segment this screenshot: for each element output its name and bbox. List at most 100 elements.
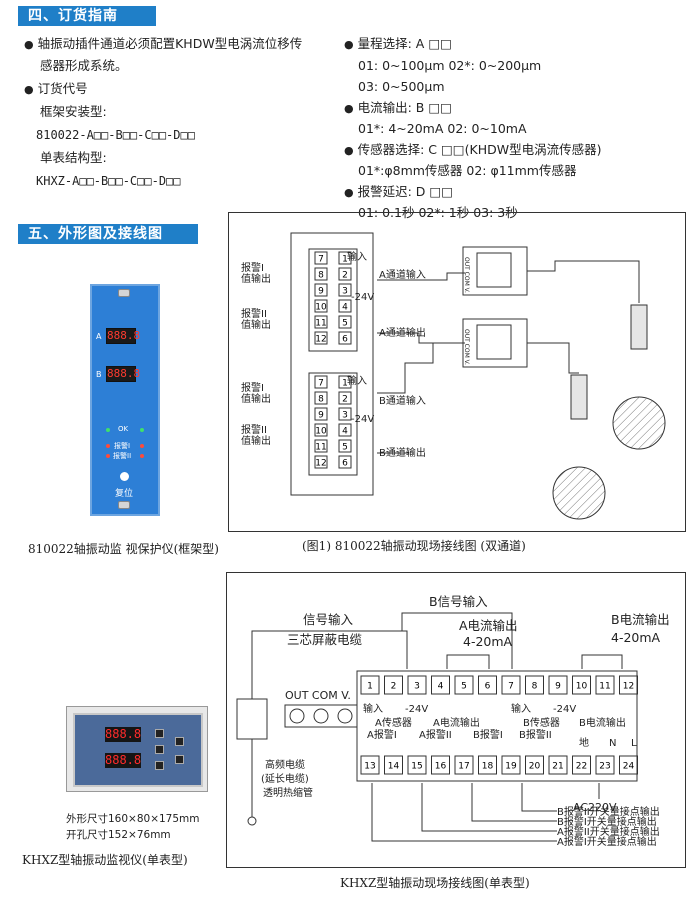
d1-terminal-12-box — [314, 331, 328, 345]
led-alarm2-icon — [106, 454, 110, 458]
ok-label: OK — [118, 425, 129, 433]
d2-terminal-12-box — [619, 675, 638, 695]
d2-input-a: 输入 — [363, 704, 383, 715]
diagram2-caption: KHXZ型轴振动现场接线图(单表型) — [340, 876, 530, 890]
d1-terminal-12-box — [314, 455, 328, 469]
single-device-face: 888.8 888.8 — [73, 713, 203, 787]
d1-terminal-2: 2 — [342, 395, 348, 405]
d1-minus24v-a: -24V — [351, 292, 375, 303]
led-ok-a-icon — [106, 428, 110, 432]
d1-a-input-label: A通道输入 — [379, 270, 426, 281]
d1-minus24v-b: -24V — [351, 414, 375, 425]
display-a: 888.8 — [106, 328, 141, 344]
d1-terminal-3: 3 — [342, 411, 348, 421]
d2-alarm-b1: B报警I — [473, 730, 503, 741]
d1-terminal-4-box — [338, 299, 352, 313]
order-code-title: ●订货代号 — [24, 81, 88, 96]
d2-terminal-14: 14 — [388, 762, 400, 772]
d1-terminal-11: 11 — [315, 443, 326, 453]
d1-terminal-3: 3 — [342, 287, 348, 297]
d2-terminal-4-box — [431, 675, 450, 695]
d1-terminal-6-box — [338, 455, 352, 469]
d2-ac220v: AC220V — [573, 801, 617, 814]
order-bullet1-line1: ●轴振动插件通道必须配置KHDW型电涡流位移传 — [24, 36, 303, 51]
diagram1-caption: (图1) 810022轴振动现场接线图 (双通道) — [302, 539, 526, 553]
d2-terminal-5-box — [454, 675, 474, 695]
d2-a-current-out: A电流输出 — [459, 618, 518, 633]
d1-b-input-label: B通道输入 — [379, 396, 426, 407]
button-icon[interactable] — [155, 745, 164, 754]
d2-terminal-17-box — [454, 755, 474, 775]
d2-terminal-16-box — [431, 755, 450, 775]
screw-icon — [118, 501, 130, 509]
d2-out-a1: A报警I开关量接点输出 — [557, 837, 657, 848]
range-title: ●量程选择: A □□ — [344, 36, 452, 51]
d2-minus24-b: -24V — [553, 704, 577, 715]
d2-ext-cable: (延长电缆) — [261, 774, 309, 785]
d2-alarm-a1: A报警I — [367, 730, 397, 741]
d2-terminal-21-box — [548, 755, 568, 775]
d1-alarm2-out-b: 报警II 值输出 — [241, 425, 271, 447]
d1-terminal-9-box — [314, 407, 328, 421]
single-caption: KHXZ型轴振动监视仪(单表型) — [22, 853, 188, 867]
single-dims: 外形尺寸160×80×175mm — [66, 813, 200, 825]
button-icon[interactable] — [155, 761, 164, 770]
d2-terminal-7-box — [501, 675, 521, 695]
d2-terminal-17: 17 — [458, 762, 469, 772]
d2-b-current-range: 4-20mA — [611, 630, 661, 645]
d1-preamp-a-label: OUT COM V. — [463, 257, 470, 293]
d2-terminal-10: 10 — [576, 682, 588, 692]
button-icon[interactable] — [155, 729, 164, 738]
d2-terminal-24: 24 — [623, 762, 635, 772]
d1-terminal-11-box — [314, 315, 328, 329]
reset-button[interactable] — [120, 472, 129, 481]
d2-minus24-a: -24V — [405, 704, 429, 715]
d2-three-core: 三芯屏蔽电缆 — [287, 632, 363, 647]
d2-out-b1: B报警I开关量接点输出 — [557, 817, 657, 828]
sensor-title: ●传感器选择: C □□(KHDW型电涡流传感器) — [344, 142, 602, 157]
display-b: 888.8 — [106, 366, 141, 382]
d1-terminal-6: 6 — [342, 335, 348, 345]
d1-terminal-3-box — [338, 283, 352, 297]
reset-label: 复位 — [115, 489, 134, 499]
d1-terminal-2: 2 — [342, 271, 348, 281]
d2-terminal-20: 20 — [529, 762, 541, 772]
d2-terminal-1: 1 — [367, 682, 373, 692]
single-display-a: 888.8 — [105, 727, 142, 742]
d1-terminal-10-box — [314, 299, 328, 313]
d2-terminal-19-box — [501, 755, 521, 775]
d1-alarm2-out-a: 报警II 值输出 — [241, 309, 271, 331]
single-device: 888.8 888.8 — [66, 706, 208, 792]
button-icon[interactable] — [175, 755, 184, 764]
order-bullet1-line2: 感器形成系统。 — [40, 58, 128, 73]
d2-b-signal-in: B信号输入 — [429, 594, 488, 609]
d2-terminal-23-box — [595, 755, 615, 775]
d1-terminal-1-box — [338, 251, 352, 265]
d2-terminal-19: 19 — [505, 762, 517, 772]
d2-b-current-out: B电流输出 — [611, 612, 670, 627]
d1-terminal-6-box — [338, 331, 352, 345]
d2-a-current-range: 4-20mA — [463, 634, 513, 649]
d2-b-sensor: B传感器 — [523, 718, 560, 729]
d2-heat-shrink: 透明热缩管 — [263, 788, 313, 799]
sensor-line: 01*:φ8mm传感器 02: φ11mm传感器 — [358, 163, 577, 178]
button-icon[interactable] — [175, 737, 184, 746]
single-cutout: 开孔尺寸152×76mm — [66, 829, 171, 841]
d2-a-sensor: A传感器 — [375, 718, 412, 729]
d2-alarm-a2: A报警II — [419, 730, 452, 741]
d1-terminal-6: 6 — [342, 459, 348, 469]
d1-terminal-9: 9 — [318, 411, 324, 421]
screw-icon — [118, 289, 130, 297]
d1-input-b: 输入 — [347, 376, 367, 387]
d2-terminal-12: 12 — [623, 682, 634, 692]
d1-terminal-9: 9 — [318, 287, 324, 297]
d1-terminal-1: 1 — [342, 379, 348, 389]
d2-terminal-11-box — [595, 675, 615, 695]
delay-title: ●报警延迟: D □□ — [344, 184, 454, 199]
d1-terminal-12: 12 — [315, 459, 326, 469]
d1-input-a: 输入 — [347, 252, 367, 263]
d2-terminal-13-box — [360, 755, 380, 775]
d1-terminal-8: 8 — [318, 395, 324, 405]
